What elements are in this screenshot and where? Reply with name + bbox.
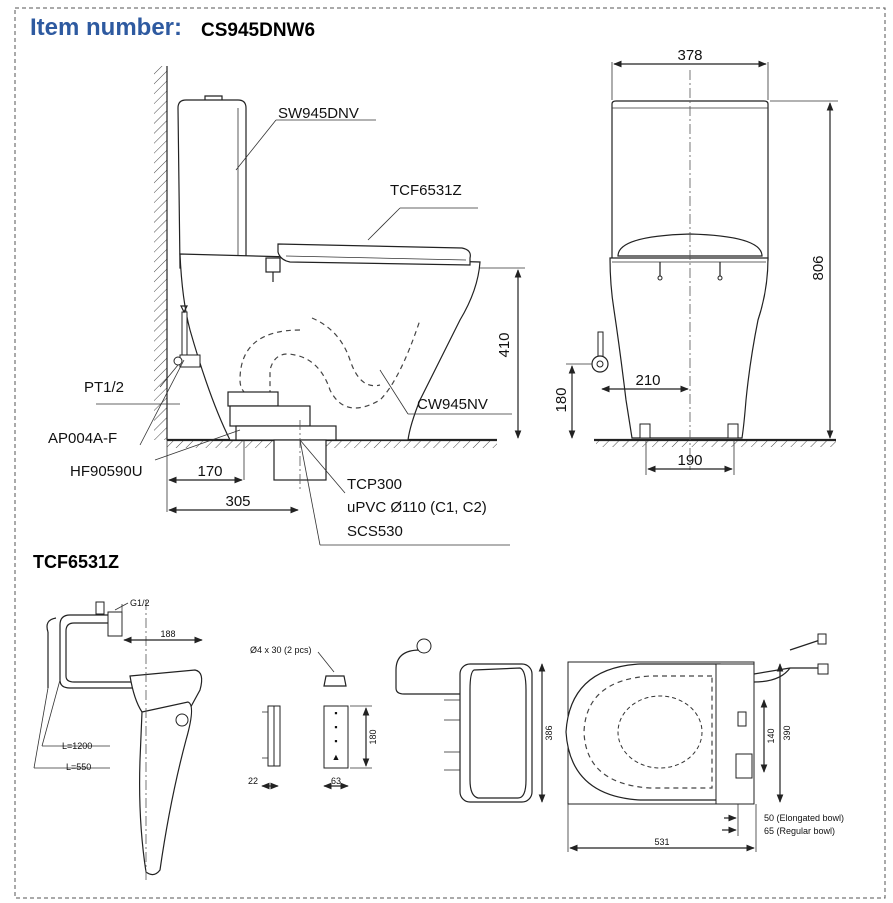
svg-text:▲: ▲ <box>332 752 341 762</box>
seat-lid <box>277 243 471 266</box>
front-view-drawing: 378 806 180 210 190 <box>553 47 838 475</box>
dim-50-elongated: 50 (Elongated bowl) <box>764 813 844 823</box>
wall-hatch <box>154 66 167 440</box>
label-screws: Ø4 x 30 (2 pcs) <box>250 645 312 655</box>
label-seat-model: TCF6531Z <box>390 182 462 199</box>
remote-front <box>323 705 349 769</box>
label-l1200: L=1200 <box>62 741 92 751</box>
svg-text:▪: ▪ <box>334 722 337 732</box>
angle-valve <box>179 354 201 368</box>
remote-holder-drawing: Ø4 x 30 (2 pcs) 22 ▪ ▪ ▪ ▲ 180 63 <box>248 645 378 790</box>
label-pt: PT1/2 <box>84 379 124 396</box>
seat-housing-side <box>129 669 203 713</box>
label-l550: L=550 <box>66 762 91 772</box>
trapway-dashed <box>239 319 421 409</box>
seat-lid-side <box>139 701 193 876</box>
dim-210: 210 <box>635 372 660 389</box>
dim-305: 305 <box>225 493 250 510</box>
inlet-hose <box>181 311 188 358</box>
dim-390: 390 <box>782 725 792 740</box>
dim-65-regular: 65 (Regular bowl) <box>764 826 835 836</box>
item-number-label: Item number: <box>30 14 182 41</box>
dim-63: 63 <box>331 776 341 786</box>
svg-text:▪: ▪ <box>334 708 337 718</box>
dim-531: 531 <box>654 837 669 847</box>
front-bowl <box>609 257 769 439</box>
dim-140: 140 <box>766 728 776 743</box>
dim-806: 806 <box>810 255 827 280</box>
seat-side-view: 188 G1/2 L=1200 L=550 <box>33 598 203 880</box>
item-number-value: CS945DNW6 <box>201 20 315 41</box>
dim-180-remote: 180 <box>368 729 378 744</box>
seat-section-title: TCF6531Z <box>33 552 119 572</box>
plug-right-icon <box>817 663 829 675</box>
floor-flange <box>227 391 279 407</box>
side-view-drawing: 410 170 305 SW945DNV TCF6531Z CW945NV PT… <box>48 66 525 546</box>
dim-22: 22 <box>248 776 258 786</box>
dim-410: 410 <box>496 332 513 357</box>
plug-icon <box>416 638 432 654</box>
label-bowl-model: CW945NV <box>417 396 488 413</box>
seat-plan-view: 386 390 140 50 (Elongated bowl) 65 (Regu… <box>395 633 844 852</box>
svg-text:▪: ▪ <box>334 736 337 746</box>
dim-170: 170 <box>197 463 222 480</box>
label-hf: HF90590U <box>70 463 143 480</box>
sheet-border <box>14 7 886 899</box>
dim-386: 386 <box>544 725 554 740</box>
label-upvc: uPVC Ø110 (C1, C2) <box>347 499 487 516</box>
seat-ring <box>565 663 721 801</box>
dim-188: 188 <box>160 629 175 639</box>
label-tank-model: SW945DNV <box>278 105 359 122</box>
dim-180-front: 180 <box>553 387 570 412</box>
screw-icon <box>323 675 347 687</box>
floor-hatch <box>167 440 497 448</box>
front-angle-valve <box>591 355 609 373</box>
label-g12: G1/2 <box>130 598 150 608</box>
label-ap: AP004A-F <box>48 430 117 447</box>
dim-190: 190 <box>677 452 702 469</box>
dim-378: 378 <box>677 47 702 64</box>
label-scs: SCS530 <box>347 523 403 540</box>
tank-outline <box>177 99 247 269</box>
label-tcp: TCP300 <box>347 476 402 493</box>
